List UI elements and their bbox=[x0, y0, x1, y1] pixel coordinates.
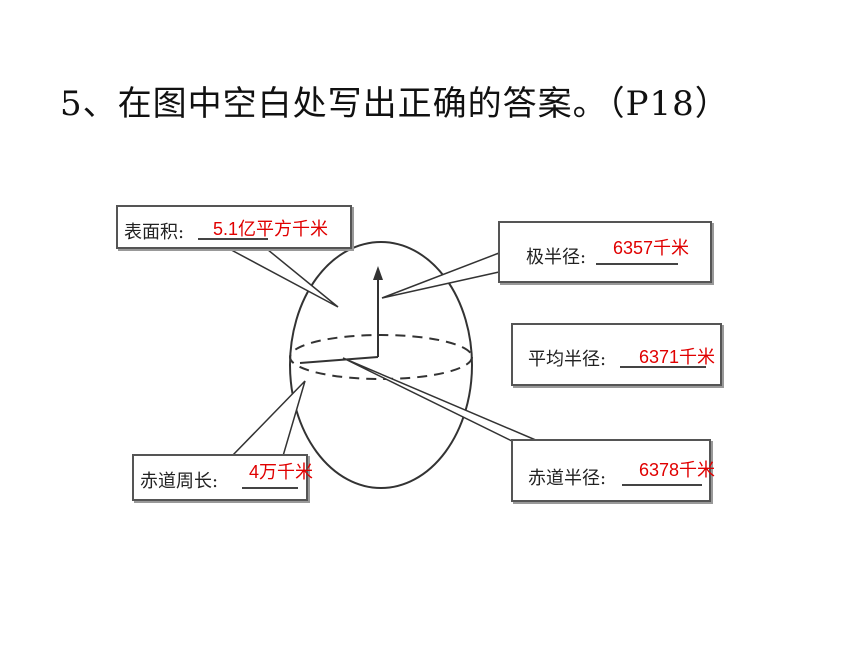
surface-area-blank bbox=[198, 238, 268, 240]
mean-radius-label: 平均半径: bbox=[528, 349, 607, 370]
surface-area-label: 表面积: bbox=[124, 222, 185, 243]
earth-sphere bbox=[289, 241, 473, 489]
polar-radius-box bbox=[498, 221, 712, 283]
mean-radius-answer: 6371千米 bbox=[639, 347, 716, 367]
polar-radius-blank bbox=[596, 263, 678, 265]
equator-circumference-box bbox=[132, 454, 308, 501]
equatorial-radius-answer: 6378千米 bbox=[639, 460, 716, 480]
callout-equator-circumference bbox=[230, 380, 306, 457]
equatorial-radius-blank bbox=[622, 484, 702, 486]
mean-radius-blank bbox=[620, 366, 706, 368]
mean-radius-box bbox=[511, 323, 722, 386]
polar-radius-answer: 6357千米 bbox=[613, 238, 690, 258]
question-title: 5、在图中空白处写出正确的答案。（P18） bbox=[60, 84, 730, 124]
equatorial-radius-label: 赤道半径: bbox=[528, 468, 607, 489]
equatorial-radius-line bbox=[299, 356, 379, 364]
equator-circumference-blank bbox=[242, 487, 298, 489]
equator-circumference-answer: 4万千米 bbox=[249, 462, 314, 482]
surface-area-box bbox=[116, 205, 352, 249]
polar-arrow bbox=[373, 266, 383, 280]
polar-radius-label: 极半径: bbox=[526, 247, 587, 268]
surface-area-answer: 5.1亿平方千米 bbox=[213, 219, 329, 239]
equator-circumference-label: 赤道周长: bbox=[140, 471, 219, 492]
equatorial-radius-box bbox=[511, 439, 711, 502]
equator-line bbox=[289, 334, 473, 380]
